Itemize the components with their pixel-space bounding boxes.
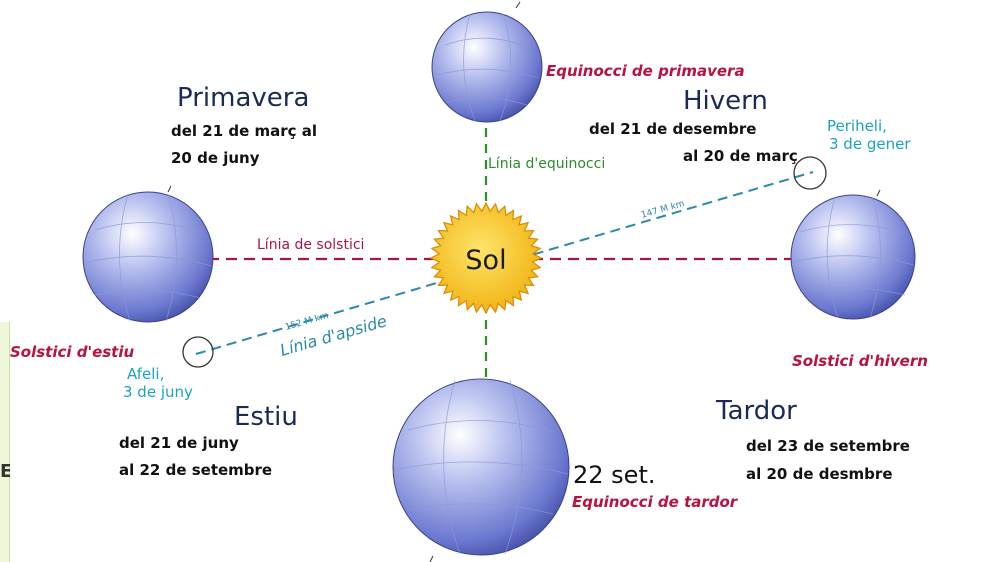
season-spring-range-1: del 21 de març al [171,122,317,140]
summer-solstice-label: Solstici d'estiu [10,343,134,361]
planet-spring-equinox [431,1,543,123]
perihelion-name: Periheli, [827,117,887,135]
sun-label: Sol [465,245,506,276]
perihelion-marker [793,156,827,190]
planet-winter-solstice [790,189,916,320]
season-winter-name: Hivern [683,86,768,116]
apsides-line-label: Línia d'apside [278,311,389,360]
season-summer-range-1: del 21 de juny [119,434,239,452]
side-panel-glyph: E [0,462,10,482]
season-autumn-range-1: del 23 de setembre [746,437,910,455]
season-winter-range-2: al 20 de març [683,147,798,165]
winter-solstice-label: Solstici d'hivern [792,352,928,370]
season-summer-range-2: al 22 de setembre [119,461,272,479]
aphelion-date: 3 de juny [123,383,193,401]
season-spring-name: Primavera [177,83,309,113]
season-winter-range-1: del 21 de desembre [589,120,756,138]
aphelion-marker [182,336,214,368]
autumn-date-label: 22 set. [573,461,655,489]
autumn-equinox-label: Equinocci de tardor [572,493,739,511]
planet-summer-solstice [82,185,214,323]
season-spring-range-2: 20 de juny [171,149,260,167]
side-panel [0,322,10,562]
equinox-line-label: Línia d'equinocci [488,156,605,172]
season-autumn-name: Tardor [715,396,797,426]
season-autumn-range-2: al 20 de desmbre [746,465,893,483]
solstice-line-label: Línia de solstici [257,237,364,253]
perihelion-date: 3 de gener [829,135,911,153]
planet-autumn-equinox [392,378,570,562]
sun: Sol [429,201,543,315]
perihelion-distance-label: 147 M km [640,199,686,221]
season-summer-name: Estiu [234,402,298,432]
spring-equinox-label: Equinocci de primavera [546,62,745,80]
aphelion-name: Afeli, [127,365,164,383]
